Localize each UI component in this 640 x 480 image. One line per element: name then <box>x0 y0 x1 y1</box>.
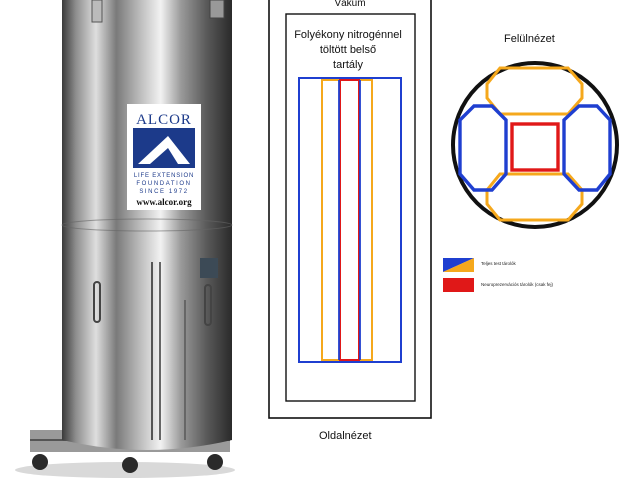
bottom-storage-orange <box>485 172 584 222</box>
alcor-logo-triangle <box>138 136 190 164</box>
top-fitting <box>209 0 225 19</box>
legend <box>443 258 474 292</box>
cryostat-tank: ALCOR LIFE EXTENSION FOUNDATION SINCE 19… <box>15 0 235 478</box>
alcor-logo-line1: LIFE EXTENSION <box>134 173 194 179</box>
valve-box <box>200 258 218 278</box>
tank-handle <box>204 284 212 326</box>
cart-wheel-center <box>122 457 138 473</box>
legend-swatch-red <box>443 278 474 292</box>
alcor-logo-line2: FOUNDATION <box>136 181 191 187</box>
top-view-outer-circle <box>451 61 619 229</box>
top-fitting <box>91 0 103 23</box>
inner-tank-label: Folyékony nitrogénnel töltött belső tart… <box>278 28 418 73</box>
whole-body-storage-outline <box>298 77 402 363</box>
left-storage-blue <box>458 104 508 192</box>
tank-body <box>62 0 232 450</box>
cart-wheel-left <box>32 454 48 470</box>
legend-neuro-text: Neuroprezervációs tárolók (csak fej) <box>481 282 554 287</box>
center-neuro-storage <box>510 122 560 172</box>
right-storage-blue <box>562 104 612 192</box>
alcor-logo-name: ALCOR <box>136 112 192 128</box>
alcor-website: www.alcor.org <box>136 197 192 207</box>
inner-tank-label-line3: tartály <box>333 59 363 71</box>
cart-wheel-right <box>207 454 223 470</box>
alcor-logo-line3: SINCE 1972 <box>139 189 188 195</box>
side-view-caption: Oldalnézet <box>319 430 372 442</box>
legend-whole-body-text: Teljes test tárolók <box>481 261 516 266</box>
side-view: Vákum <box>268 0 432 419</box>
tank-handle <box>93 281 101 323</box>
inner-tank-label-line2: töltött belső <box>319 44 377 56</box>
top-view <box>451 61 619 229</box>
neuro-storage-side <box>339 79 360 361</box>
legend-swatch-orange <box>443 258 474 272</box>
inner-tank-label-line1: Folyékony nitrogénnel <box>294 29 402 41</box>
top-view-caption: Felülnézet <box>504 33 555 45</box>
vacuum-label: Vákum <box>334 0 365 9</box>
